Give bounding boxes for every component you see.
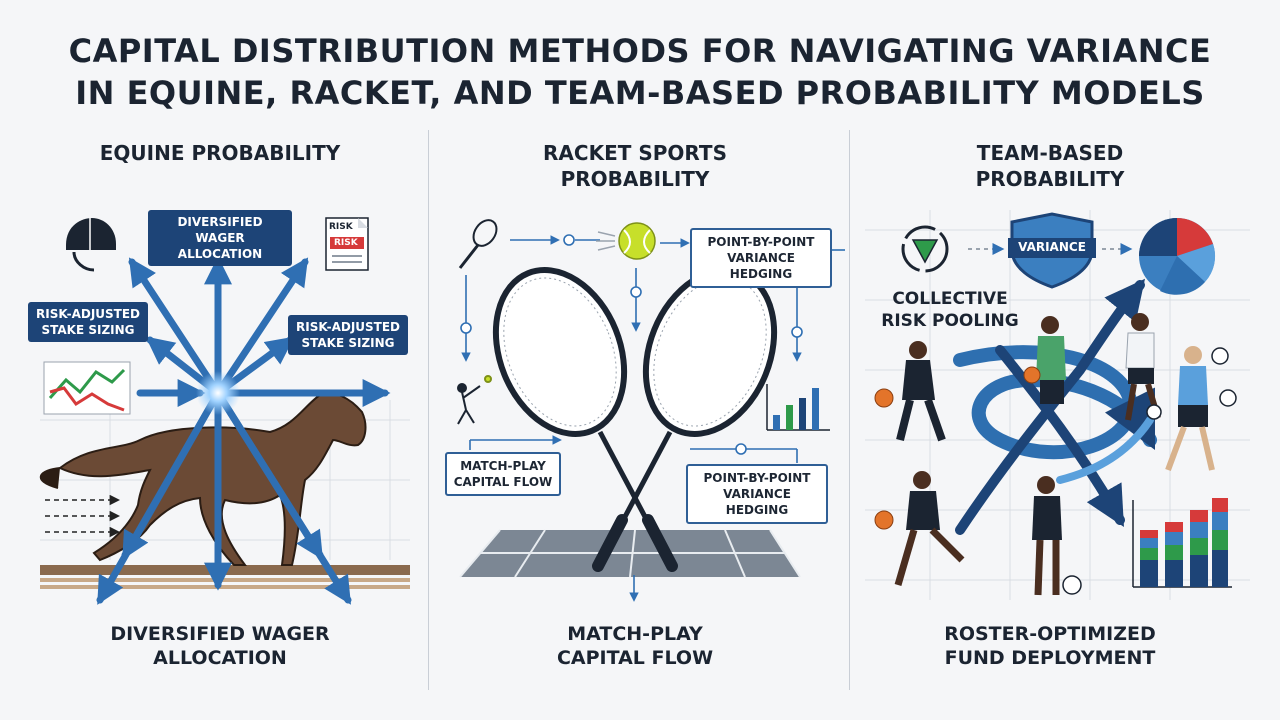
jockey-helmet-icon	[66, 218, 116, 272]
equine-footer: DIVERSIFIED WAGER ALLOCATION	[60, 622, 380, 670]
racket-heading: RACKET SPORTS PROBABILITY	[480, 140, 790, 192]
equine-footer-line-2: ALLOCATION	[153, 647, 287, 669]
dashed-arrows	[45, 494, 121, 538]
team-footer: ROSTER-OPTIMIZED FUND DEPLOYMENT	[895, 622, 1205, 670]
variance-shield-icon	[1008, 212, 1096, 289]
risk-document-icon	[325, 217, 369, 271]
doc-label-1: RISK	[329, 222, 353, 232]
racket-box-hedging-top: POINT-BY-POINT VARIANCE HEDGING	[690, 228, 832, 288]
team-risk-pooling-line-1: COLLECTIVE	[892, 289, 1008, 309]
racket-box-capital-flow-line-2: CAPITAL FLOW	[453, 475, 553, 489]
racket-box-capital-flow: MATCH-PLAY CAPITAL FLOW	[445, 452, 561, 496]
player-basketball-1	[874, 341, 946, 442]
racket-box-hedging-top-line-1: POINT-BY-POINT	[707, 235, 815, 249]
equine-artwork	[40, 217, 410, 605]
racket-footer: MATCH-PLAY CAPITAL FLOW	[480, 622, 790, 670]
title-line-1: CAPITAL DISTRIBUTION METHODS FOR NAVIGAT…	[68, 32, 1212, 70]
racket-box-capital-flow-line-1: MATCH-PLAY	[460, 459, 546, 473]
horse-icon	[40, 392, 367, 566]
crossed-rackets-icon	[492, 267, 778, 572]
team-heading-line-1: TEAM-BASED	[976, 141, 1124, 165]
equine-heading: EQUINE PROBABILITY	[99, 141, 341, 165]
team-heading: TEAM-BASED PROBABILITY	[895, 140, 1205, 192]
equine-box-risk-right: RISK-ADJUSTED STAKE SIZING	[288, 315, 408, 355]
line-chart-icon	[43, 361, 131, 415]
title-line-2: IN EQUINE, RACKET, AND TEAM-BASED PROBAB…	[75, 74, 1205, 112]
racket-box-hedging-bottom-line-2: VARIANCE HEDGING	[723, 487, 791, 517]
team-footer-line-2: FUND DEPLOYMENT	[944, 647, 1156, 669]
column-divider-2	[849, 130, 850, 690]
team-bar-chart-icon	[1132, 498, 1232, 588]
racket-box-hedging-bottom: POINT-BY-POINT VARIANCE HEDGING	[686, 464, 828, 524]
racket-box-hedging-top-line-2: VARIANCE HEDGING	[727, 251, 795, 281]
page-title: CAPITAL DISTRIBUTION METHODS FOR NAVIGAT…	[0, 30, 1280, 114]
column-divider-1	[428, 130, 429, 690]
flow-nodes	[460, 234, 803, 455]
team-risk-pooling-line-2: RISK POOLING	[881, 311, 1019, 331]
team-players	[874, 313, 1237, 596]
team-heading-line-2: PROBABILITY	[975, 167, 1125, 191]
equine-box-diversified: DIVERSIFIED WAGER ALLOCATION	[148, 210, 292, 266]
team-footer-line-1: ROSTER-OPTIMIZED	[944, 623, 1156, 645]
player-basketball-2	[874, 471, 965, 586]
racket-heading-line-2: PROBABILITY	[560, 167, 710, 191]
team-risk-pooling: COLLECTIVE RISK POOLING	[870, 288, 1030, 332]
glow-center	[196, 371, 240, 415]
doc-label-2: RISK	[334, 238, 358, 248]
tennis-court	[459, 529, 801, 578]
racket-footer-line-1: MATCH-PLAY	[567, 623, 703, 645]
pie-chart-icon	[1139, 218, 1216, 295]
player-soccer	[1146, 346, 1237, 472]
racket-bar-chart-icon	[766, 384, 830, 431]
equine-footer-line-1: DIVERSIFIED WAGER	[110, 623, 330, 645]
pooling-arrows	[953, 278, 1157, 535]
player-runner	[1023, 316, 1066, 404]
small-racket-icon	[458, 219, 498, 269]
racket-heading-line-1: RACKET SPORTS	[543, 141, 727, 165]
player-dark	[1032, 476, 1082, 596]
cycle-icon	[901, 225, 949, 273]
team-artwork	[865, 210, 1250, 600]
player-white	[1125, 313, 1161, 421]
race-track	[40, 565, 410, 589]
tennis-player-icon	[457, 375, 492, 425]
shield-label: VARIANCE	[1018, 240, 1086, 254]
racket-footer-line-2: CAPITAL FLOW	[556, 647, 714, 669]
equine-box-risk-left: RISK-ADJUSTED STAKE SIZING	[28, 302, 148, 342]
racket-box-hedging-bottom-line-1: POINT-BY-POINT	[703, 471, 811, 485]
tennis-ball-icon	[596, 222, 656, 260]
racket-artwork	[457, 219, 845, 602]
